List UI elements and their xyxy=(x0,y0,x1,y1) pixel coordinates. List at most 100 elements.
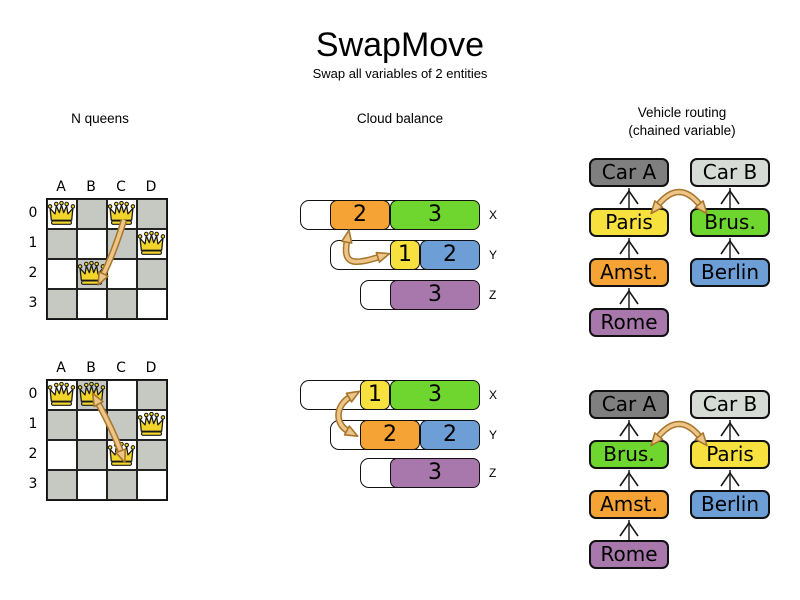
board-cell xyxy=(77,440,107,470)
board-column-label: A xyxy=(56,360,66,376)
cloud-process-block: 3 xyxy=(390,380,480,410)
vehicle-swap-arrow-before xyxy=(650,188,708,215)
nqueens-board-after: A B C D 0 1 2 3 xyxy=(24,359,174,505)
cloud-computer-label: Z xyxy=(489,288,497,302)
cloud-computer-label: X xyxy=(489,388,498,402)
board-cell xyxy=(137,380,167,410)
board-row-label: 0 xyxy=(28,205,38,221)
board-column-label: D xyxy=(145,360,157,376)
cloud-process-block: 2 xyxy=(420,240,480,270)
board-cell xyxy=(47,410,77,440)
board-cell xyxy=(107,470,137,500)
route-stop-box: Car B xyxy=(690,158,770,187)
board-cell xyxy=(77,470,107,500)
board-cell xyxy=(47,440,77,470)
cloud-process-block: 3 xyxy=(390,280,480,310)
chain-arrowhead xyxy=(619,289,639,305)
queen-icon xyxy=(48,201,75,226)
board-cell xyxy=(107,289,137,319)
queen-icon xyxy=(138,231,165,256)
nqueens-header: N queens xyxy=(71,111,129,126)
board-cell xyxy=(137,289,167,319)
chain-arrowhead xyxy=(720,421,740,437)
chain-arrowhead xyxy=(720,239,740,255)
chain-arrowhead xyxy=(619,239,639,255)
route-stop-box: Paris xyxy=(690,440,770,469)
board-cell xyxy=(77,199,107,229)
cloud-computer-label: X xyxy=(489,208,498,222)
vehicle-header-line2: (chained variable) xyxy=(628,123,736,138)
page-subtitle: Swap all variables of 2 entities xyxy=(312,66,488,81)
board-row-label: 1 xyxy=(28,416,38,432)
board-row-label: 3 xyxy=(28,476,38,492)
route-stop-box: Brus. xyxy=(690,208,770,237)
board-cell xyxy=(47,229,77,259)
vehicle-swap-arrow-after xyxy=(650,420,708,447)
route-stop-box: Brus. xyxy=(589,440,669,469)
cloud-process-block: 3 xyxy=(390,458,480,488)
route-stop-box: Rome xyxy=(589,540,669,569)
chain-arrowhead xyxy=(619,471,639,487)
cloud-process-block: 2 xyxy=(360,420,420,450)
page-title: SwapMove xyxy=(315,26,485,64)
board-cell xyxy=(107,410,137,440)
cloud-process-block: 1 xyxy=(390,240,420,270)
vehicle-header: Vehicle routing (chained variable) xyxy=(602,104,762,140)
cloud-process-block: 1 xyxy=(360,380,390,410)
board-column-label: B xyxy=(86,179,96,195)
board-cell xyxy=(107,229,137,259)
board-cell xyxy=(137,470,167,500)
route-stop-box: Car B xyxy=(690,390,770,419)
chain-arrowhead xyxy=(619,521,639,537)
queen-icon xyxy=(138,412,165,437)
chain-arrowhead xyxy=(720,189,740,205)
board-cell xyxy=(137,259,167,289)
board-cell xyxy=(77,410,107,440)
board-column-label: D xyxy=(145,179,157,195)
cloud-process-block: 3 xyxy=(390,200,480,230)
chain-arrowhead xyxy=(720,471,740,487)
nqueens-board-before: A B C D 0 1 2 3 xyxy=(24,178,174,324)
cloud-process-block: 2 xyxy=(330,200,390,230)
route-stop-box: Amst. xyxy=(589,258,669,287)
queen-icon xyxy=(78,382,105,407)
route-stop-box: Berlin xyxy=(690,490,770,519)
route-stop-box: Rome xyxy=(589,308,669,337)
queen-icon xyxy=(108,201,135,226)
queen-icon xyxy=(48,382,75,407)
board-row-label: 3 xyxy=(28,295,38,311)
board-cell xyxy=(137,440,167,470)
route-stop-box: Car A xyxy=(589,390,669,419)
board-row-label: 0 xyxy=(28,386,38,402)
chain-arrowhead xyxy=(619,421,639,437)
board-cell xyxy=(47,259,77,289)
route-stop-box: Berlin xyxy=(690,258,770,287)
board-cell xyxy=(47,470,77,500)
cloud-process-block: 2 xyxy=(420,420,480,450)
board-row-label: 2 xyxy=(28,446,38,462)
cloud-header: Cloud balance xyxy=(356,111,444,126)
route-stop-box: Paris xyxy=(589,208,669,237)
board-column-label: C xyxy=(116,360,126,376)
board-cell xyxy=(77,229,107,259)
board-cell xyxy=(107,380,137,410)
board-row-label: 1 xyxy=(28,235,38,251)
board-row-label: 2 xyxy=(28,265,38,281)
board-cell xyxy=(77,289,107,319)
board-cell xyxy=(107,259,137,289)
cloud-computer-label: Y xyxy=(489,248,498,262)
cloud-computer-label: Z xyxy=(489,466,497,480)
chain-arrowhead xyxy=(619,189,639,205)
chain-connectors xyxy=(619,188,740,540)
route-stop-box: Car A xyxy=(589,158,669,187)
vehicle-header-line1: Vehicle routing xyxy=(637,105,727,120)
cloud-computer-label: Y xyxy=(489,428,498,442)
route-stop-box: Amst. xyxy=(589,490,669,519)
board-column-label: A xyxy=(56,179,66,195)
queen-icon xyxy=(78,261,105,286)
queen-icon xyxy=(108,442,135,467)
board-column-label: C xyxy=(116,179,126,195)
board-cell xyxy=(137,199,167,229)
board-column-label: B xyxy=(86,360,96,376)
